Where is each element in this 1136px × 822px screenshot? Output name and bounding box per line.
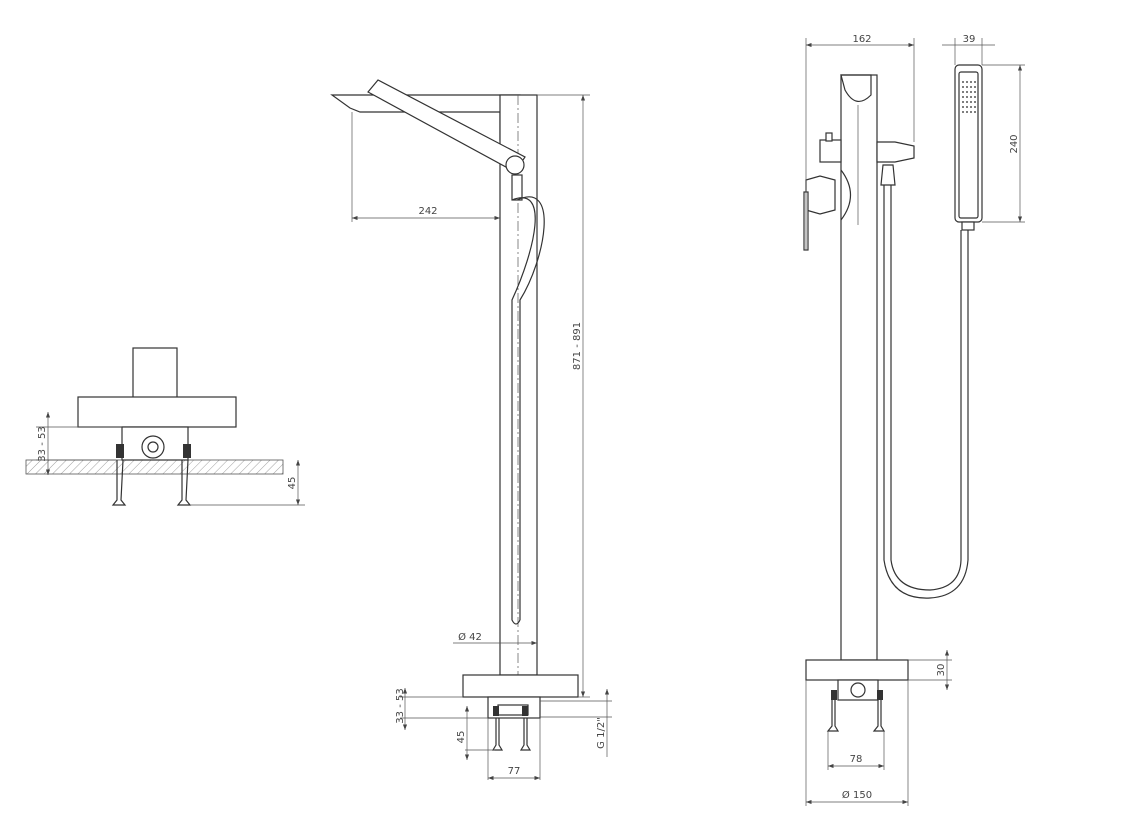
spray-nozzles [962,81,976,113]
floor-base [805,659,909,681]
handshower [367,79,526,173]
dim-adjust-label: 33 - 53 [37,426,48,461]
nut [183,444,191,458]
dim-pipe-label: Ø 42 [458,631,482,643]
dim-adjust-label: 33 - 53 [395,688,406,723]
front-view-mixer: 242 871 - 891 Ø 42 33 - 53 45 77 G 1/2" [330,79,612,781]
hose-connector [876,141,915,163]
nut [116,444,124,458]
dim-anchor-label: 45 [456,731,467,744]
anchor-bolt [491,718,504,751]
dim-base-diameter-label: Ø 150 [842,789,872,801]
anchor-bolt [826,700,840,732]
dim-base-label: 77 [508,766,521,777]
dim-anchor-label: 45 [287,477,298,490]
lever-handle [805,175,836,215]
dim-spout-label: 242 [418,206,437,217]
floor-base [462,674,579,698]
dim-width-label: 162 [852,34,871,45]
pipe [840,74,878,661]
spout-body [77,396,237,428]
anchor-bolt [111,459,127,506]
anchor-bolt [519,718,532,751]
dim-anchor-spacing-label: 78 [850,754,863,765]
dim-handshower-width-label: 39 [963,34,976,45]
diverter-knob [819,139,842,163]
inlet-connector [141,435,165,459]
dim-handshower-length-label: 240 [1009,134,1020,153]
dim-base-height-label: 30 [936,664,947,677]
anchor-bolt [872,700,886,732]
left-view-deck-mount: 33 - 53 45 [25,347,305,506]
shower-holder [505,155,525,175]
riser-block [132,347,178,399]
mounting-bracket [121,426,189,461]
anchor-bolt [176,459,192,506]
mounting-surface [25,459,284,475]
dim-height-label: 871 - 891 [572,322,583,370]
hose [883,185,969,599]
hose [516,196,545,620]
side-view-mixer: 162 39 240 30 78 Ø 150 [803,34,1025,806]
dim-thread-label: G 1/2" [596,717,607,749]
